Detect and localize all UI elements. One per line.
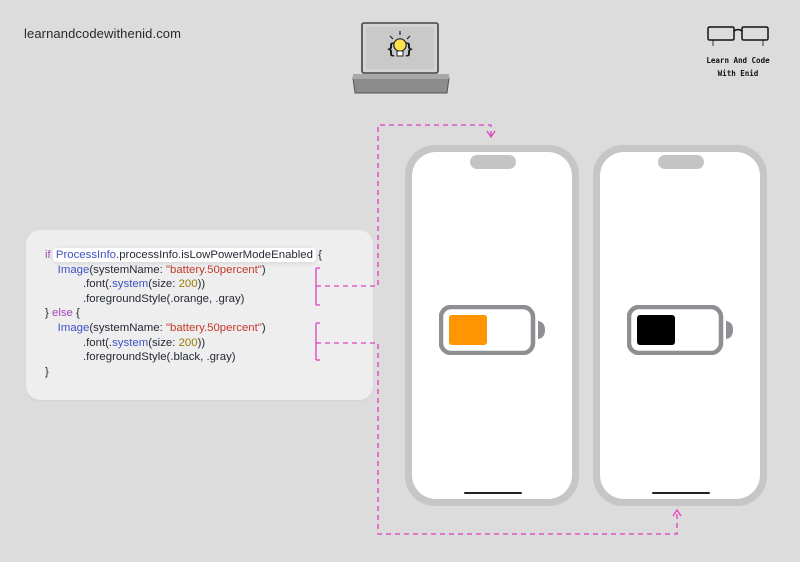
phone-screen [600, 152, 760, 499]
battery-icon [627, 305, 733, 355]
code-token: ) [261, 321, 266, 334]
code-token: } [45, 365, 49, 378]
code-token: Image [57, 321, 90, 334]
dynamic-island [658, 155, 704, 169]
code-token: if [45, 249, 54, 261]
phone-screen [412, 152, 572, 499]
code-token: .font(. [45, 278, 113, 291]
code-token: 200 [178, 278, 198, 291]
site-url: learnandcodewithenid.com [24, 26, 182, 41]
brand-line-1: Learn And Code [706, 56, 770, 65]
code-line: .foregroundStyle(.black, .gray) [45, 350, 322, 365]
battery-fill [637, 315, 675, 345]
code-highlight: ProcessInfo.processInfo.isLowPowerModeEn… [52, 248, 316, 262]
code-token: .foregroundStyle(.black, .gray) [45, 351, 236, 364]
code-token: .foregroundStyle(.orange, .gray) [45, 292, 245, 305]
code-line: } [45, 365, 322, 380]
code-line: Image(systemName: "battery.50percent") [45, 321, 322, 336]
glasses-logo-icon [707, 26, 769, 46]
code-token: else [51, 307, 73, 320]
code-snippet-panel: if ProcessInfo.processInfo.isLowPowerMod… [26, 230, 373, 400]
brand-logo: Learn And Code With Enid [690, 24, 786, 80]
home-indicator [464, 492, 522, 494]
code-token: "battery.50percent" [165, 263, 262, 276]
code-token: (systemName: [89, 263, 166, 276]
code-token: system [112, 278, 149, 291]
code-line: } else { [45, 306, 322, 321]
code-token [45, 264, 58, 276]
code-token: (size: [148, 336, 179, 349]
code-token: } [45, 307, 52, 320]
code-token: ) [261, 263, 266, 276]
brand-line-2: With Enid [717, 69, 759, 78]
code-token: 200 [178, 336, 198, 349]
code-token: )) [197, 278, 206, 291]
dynamic-island [470, 155, 516, 169]
code-token [45, 322, 58, 334]
code-lines: if ProcessInfo.processInfo.isLowPowerMod… [45, 248, 322, 379]
code-token: system [112, 336, 149, 349]
code-line: .font(.system(size: 200)) [45, 277, 322, 292]
code-token: )) [197, 336, 206, 349]
battery-fill [449, 315, 487, 345]
code-line: .foregroundStyle(.orange, .gray) [45, 292, 322, 307]
code-token: { [314, 249, 322, 261]
code-token: Image [57, 263, 90, 276]
home-indicator [652, 492, 710, 494]
code-token: (size: [148, 278, 179, 291]
code-line: .font(.system(size: 200)) [45, 336, 322, 351]
code-token: { [72, 307, 80, 320]
code-token: .processInfo.isLowPowerModeEnabled [116, 249, 313, 261]
laptop-lightbulb-icon: { } [352, 22, 450, 94]
code-token: .font(. [45, 336, 113, 349]
code-token: ProcessInfo [55, 249, 117, 261]
phone-low-power [405, 145, 579, 506]
code-line: Image(systemName: "battery.50percent") [45, 263, 322, 278]
phone-normal [593, 145, 767, 506]
code-line: if ProcessInfo.processInfo.isLowPowerMod… [45, 248, 322, 263]
code-token: (systemName: [89, 321, 166, 334]
battery-icon [439, 305, 545, 355]
code-token: "battery.50percent" [165, 321, 262, 334]
